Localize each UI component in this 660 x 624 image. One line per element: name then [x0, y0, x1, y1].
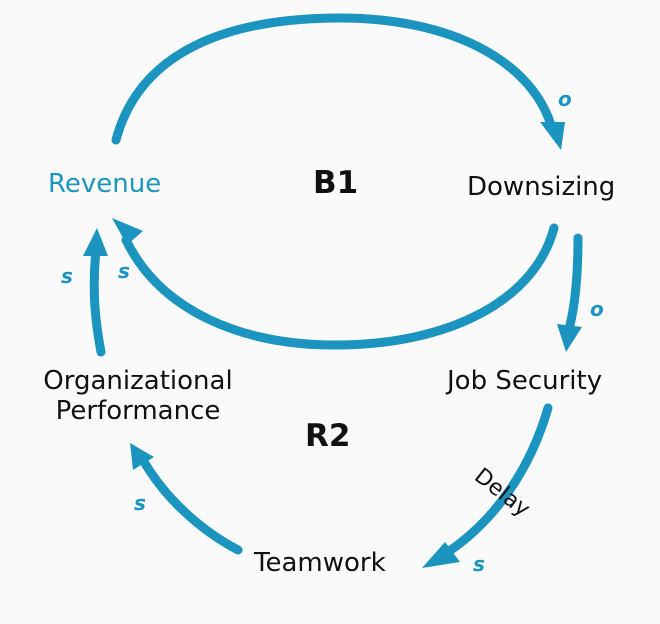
arrowhead-revenue-left — [83, 228, 108, 256]
node-teamwork: Teamwork — [254, 548, 386, 578]
loop-label-r2: R2 — [305, 418, 351, 454]
arrowhead-teamwork — [422, 542, 460, 568]
arrowhead-job-security — [557, 324, 582, 352]
arrowhead-revenue-right — [112, 218, 143, 245]
arrow-revenue-to-downsizing — [111, 13, 556, 145]
arrow-job-security-to-teamwork — [443, 403, 553, 557]
node-organizational-performance: Organizational Performance — [22, 366, 254, 426]
polarity-job-security-teamwork: s — [473, 552, 485, 576]
polarity-downsizing-revenue: s — [118, 259, 130, 283]
org-performance-line2: Performance — [55, 396, 221, 426]
node-revenue: Revenue — [48, 169, 162, 199]
polarity-revenue-downsizing: o — [558, 87, 572, 111]
org-performance-line1: Organizational — [43, 366, 233, 396]
arrowhead-downsizing — [540, 122, 565, 150]
arrow-org-performance-to-revenue — [89, 245, 106, 357]
node-job-security: Job Security — [447, 366, 603, 396]
arrow-downsizing-to-job-security — [565, 233, 583, 330]
arrow-teamwork-to-org-performance — [138, 455, 243, 555]
node-downsizing: Downsizing — [467, 172, 616, 202]
polarity-org-performance-revenue: s — [61, 264, 73, 288]
arrow-downsizing-to-revenue — [121, 223, 559, 350]
arrowhead-org-performance — [130, 443, 154, 470]
loop-label-b1: B1 — [313, 165, 359, 201]
polarity-downsizing-job-security: o — [590, 297, 604, 321]
polarity-teamwork-org-performance: s — [134, 491, 146, 515]
